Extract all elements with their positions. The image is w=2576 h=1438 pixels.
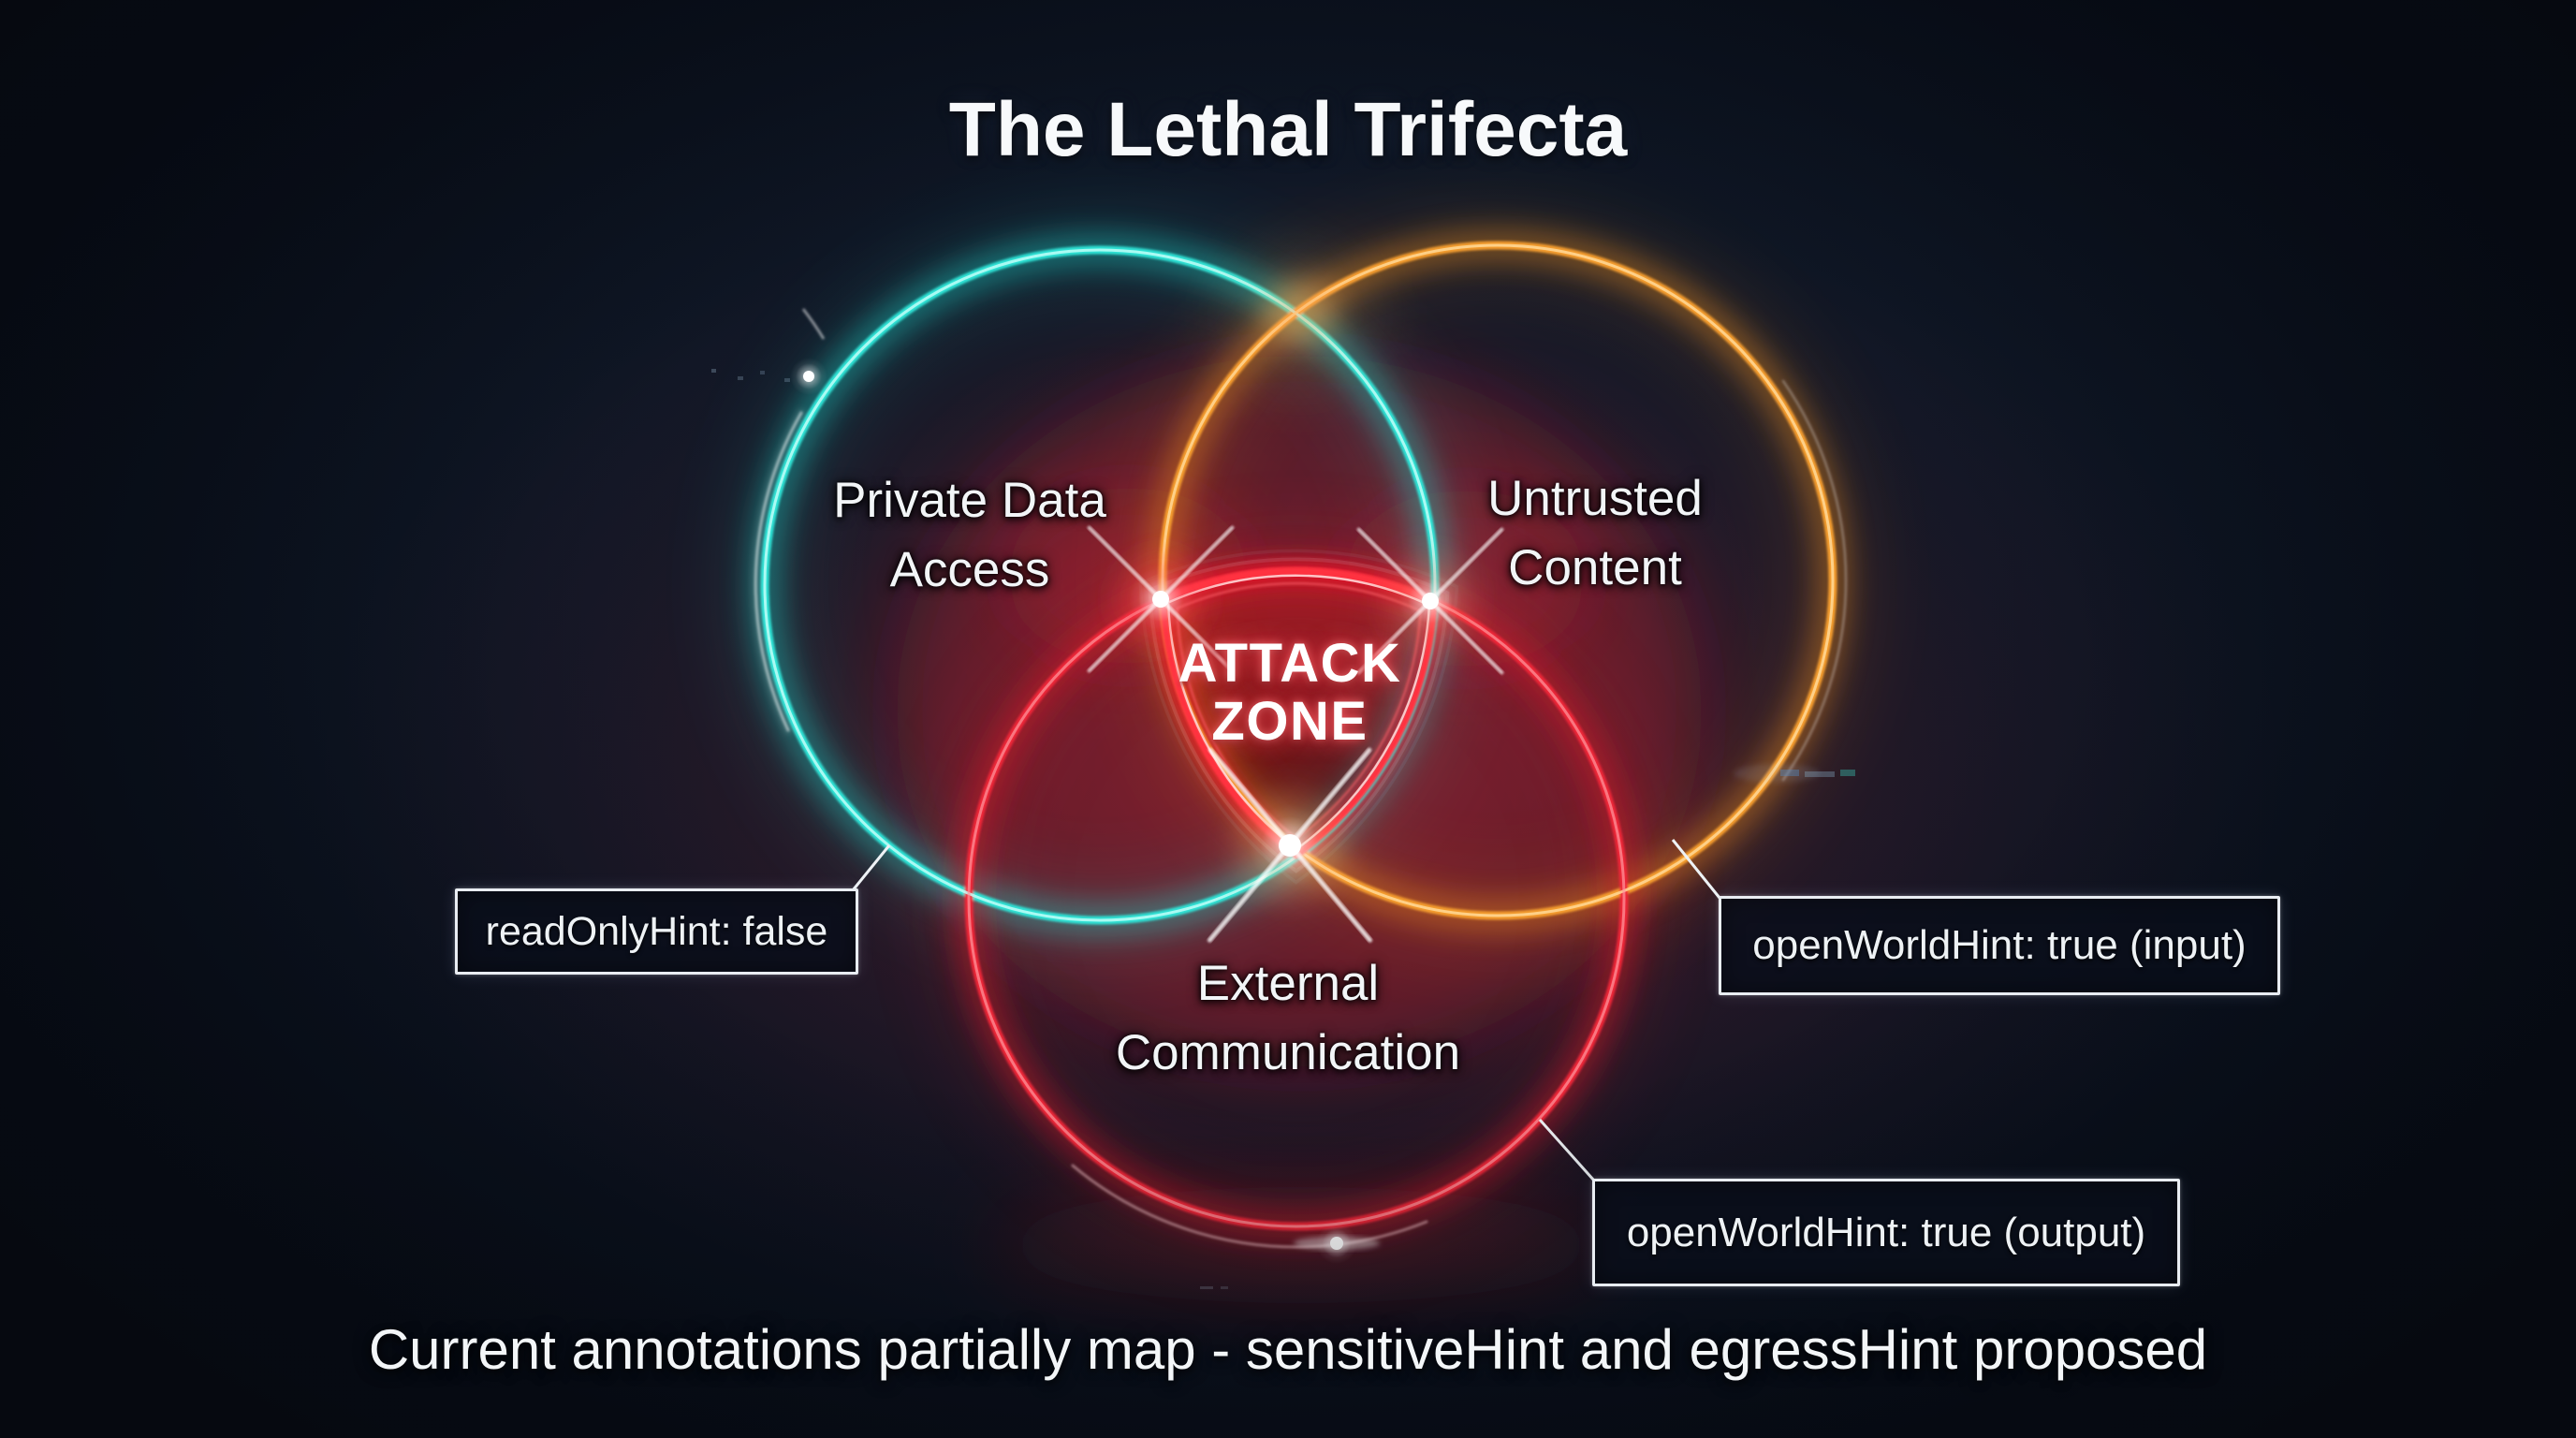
open-world-input-hint-box: openWorldHint: true (input) [1719,896,2280,995]
attack-zone-label-line1: ATTACK [1178,633,1402,694]
private-data-label: Private Data Access [833,466,1106,605]
readonly-hint-text: readOnlyHint: false [485,908,828,954]
untrusted-content-label-line2: Content [1508,540,1682,595]
bottom-caption: Current annotations partially map - sens… [368,1318,2208,1381]
untrusted-content-label: Untrusted Content [1487,464,1703,603]
external-communication-label: External Communication [1116,949,1460,1088]
private-data-label-line2: Access [889,542,1050,597]
readonly-hint-box: readOnlyHint: false [455,888,858,975]
open-world-output-hint-text: openWorldHint: true (output) [1626,1209,2146,1255]
private-data-label-line1: Private Data [833,473,1106,528]
external-communication-label-line2: Communication [1115,1025,1461,1080]
open-world-input-hint-text: openWorldHint: true (input) [1752,922,2247,968]
page-title: The Lethal Trifecta [948,87,1628,172]
untrusted-content-label-line1: Untrusted [1487,471,1703,526]
external-communication-label-line1: External [1196,956,1380,1011]
top-crossing-glow [1233,245,1368,380]
open-world-output-hint-box: openWorldHint: true (output) [1592,1179,2180,1286]
attack-zone-label-line2: ZONE [1211,691,1368,752]
attack-zone-label: ATTACK ZONE [1178,635,1402,751]
